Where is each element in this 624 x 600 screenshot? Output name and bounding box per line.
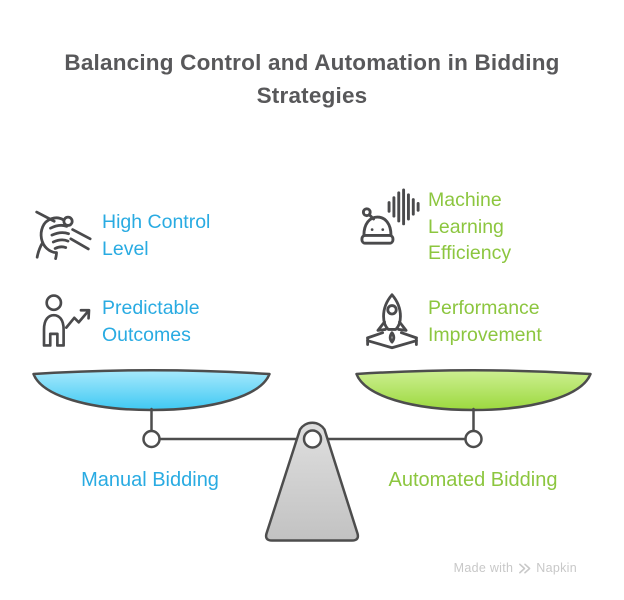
feature-label-high-control: High Control Level: [102, 211, 211, 260]
robot-sound-waves-icon: [358, 188, 424, 250]
right-pan: [355, 369, 592, 412]
left-pan: [32, 369, 271, 412]
fulcrum-pivot-hole: [302, 429, 323, 449]
person-growth-arrow-icon: [36, 292, 93, 349]
watermark-prefix: Made with: [453, 561, 514, 575]
feature-label-performance-improvement: Performance Improvement: [428, 297, 542, 346]
right-pivot-circle: [464, 429, 483, 449]
left-pivot-circle: [142, 429, 161, 449]
watermark-brand: Napkin: [536, 561, 577, 575]
feature-label-machine-learning: Machine Learning Efficiency: [428, 189, 512, 264]
watermark: Made with Napkin: [454, 561, 577, 575]
rocket-launch-icon: [362, 291, 422, 351]
page-title: Balancing Control and Automation in Bidd…: [64, 50, 560, 108]
fulcrum: [264, 421, 360, 542]
feature-label-predictable-outcomes: Predictable Outcomes: [102, 297, 200, 346]
pan-label-manual-bidding: Manual Bidding: [81, 469, 219, 491]
hand-grip-reins-icon: [33, 201, 92, 260]
pan-label-automated-bidding: Automated Bidding: [388, 469, 558, 491]
napkin-logo-icon: [519, 563, 531, 573]
